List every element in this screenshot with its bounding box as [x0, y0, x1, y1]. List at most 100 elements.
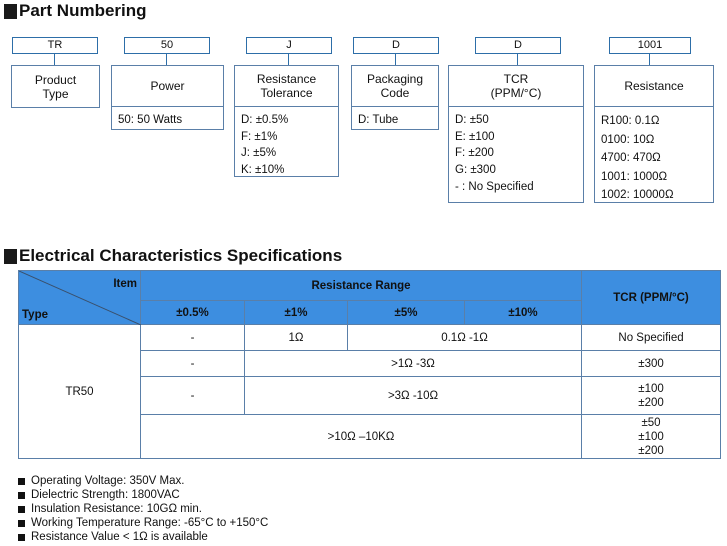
field-item: 0100: 10Ω [601, 133, 655, 146]
square-bullet-icon [18, 477, 25, 485]
field-item: K: ±10% [241, 164, 285, 177]
field-item: - : No Specified [455, 180, 534, 193]
field-header-line: Resistance [256, 72, 317, 86]
note-item: Dielectric Strength: 1800VAC [18, 488, 268, 502]
field-item: 1002: 10000Ω [601, 189, 674, 202]
range-cell: >3Ω -10Ω [243, 376, 583, 415]
connector-line [288, 53, 289, 65]
field-item: F: ±200 [455, 147, 494, 160]
item-label: Item [113, 278, 137, 290]
item-type-header: Item Type [18, 270, 141, 325]
field-header-line: Packaging [366, 72, 424, 86]
code-box-resistance: 1001 [609, 37, 691, 54]
code-box-tolerance: J [246, 37, 332, 54]
connector-line [649, 53, 650, 65]
field-items: D: ±0.5% F: ±1% J: ±5% K: ±10% [235, 107, 338, 179]
field-header: Resistance [595, 66, 713, 107]
tolerance-header: ±10% [463, 300, 583, 325]
field-header-line: Type [42, 86, 69, 101]
field-item: D: ±0.5% [241, 114, 289, 126]
field-header-line: (PPM/°C) [490, 86, 542, 100]
field-header-line: Code [380, 86, 410, 100]
note-item: Operating Voltage: 350V Max. [18, 474, 268, 488]
field-header: TCR (PPM/°C) [449, 66, 583, 107]
tcr-cell: ±300 [581, 350, 722, 377]
square-bullet-icon [18, 519, 25, 527]
square-bullet-icon [4, 3, 17, 19]
range-cell: 1Ω [244, 324, 348, 351]
field-box-tcr: TCR (PPM/°C) D: ±50 E: ±100 F: ±200 G: ±… [448, 65, 584, 203]
note-text: Dielectric Strength: 1800VAC [31, 489, 180, 501]
connector-line [166, 53, 167, 65]
tcr-cell: ±100 ±200 [581, 376, 722, 415]
connector-line [54, 53, 55, 65]
tcr-value: ±50 [641, 416, 661, 429]
field-header: Product Type [12, 66, 99, 107]
field-header-line: TCR [503, 72, 529, 86]
range-cell: - [140, 324, 245, 351]
field-header-line: Tolerance [260, 86, 313, 100]
field-item: 50: 50 Watts [118, 114, 183, 126]
tcr-cell: ±50 ±100 ±200 [581, 414, 722, 459]
code-box-product-type: TR [12, 37, 98, 54]
field-item: 1001: 1000Ω [601, 170, 668, 183]
note-text: Resistance Value < 1Ω is available [31, 531, 208, 543]
field-box-resistance: Resistance R100: 0.1Ω 0100: 10Ω 4700: 47… [594, 65, 714, 203]
code-box-tcr: D [475, 37, 561, 54]
field-box-tolerance: Resistance Tolerance D: ±0.5% F: ±1% J: … [234, 65, 339, 177]
square-bullet-icon [18, 505, 25, 513]
field-item: J: ±5% [241, 147, 277, 160]
electrical-spec-table: Item Type Resistance Range TCR (PPM/°C) … [18, 270, 722, 459]
field-header: Resistance Tolerance [235, 66, 338, 107]
note-text: Working Temperature Range: -65°C to +150… [31, 517, 269, 529]
field-header-line: Power [150, 79, 185, 93]
code-box-power: 50 [124, 37, 210, 54]
type-cell: TR50 [18, 324, 141, 459]
tcr-value: ±200 [638, 444, 664, 457]
field-header: Packaging Code [352, 66, 438, 107]
tcr-header: TCR (PPM/°C) [581, 270, 722, 325]
note-item: Insulation Resistance: 10GΩ min. [18, 502, 268, 516]
type-label: Type [22, 309, 48, 321]
field-box-power: Power 50: 50 Watts [111, 65, 224, 130]
field-item: R100: 0.1Ω [601, 115, 660, 127]
field-items: D: Tube [352, 107, 438, 129]
field-item: 4700: 470Ω [601, 152, 661, 165]
tcr-value: ±100 [638, 382, 664, 395]
diagonal-line [19, 271, 141, 325]
field-items: 50: 50 Watts [112, 107, 223, 129]
notes-list: Operating Voltage: 350V Max. Dielectric … [18, 474, 268, 544]
tolerance-header: ±0.5% [140, 300, 245, 325]
field-item: E: ±100 [455, 130, 495, 143]
resistance-range-header: Resistance Range [139, 270, 583, 301]
part-numbering-title-text: Part Numbering [19, 1, 147, 20]
tcr-cell: No Specified [581, 324, 722, 351]
range-cell: 0.1Ω -1Ω [346, 324, 583, 351]
field-item: D: ±50 [455, 114, 489, 126]
field-item: D: Tube [358, 114, 399, 126]
field-header: Power [112, 66, 223, 107]
note-item: Resistance Value < 1Ω is available [18, 530, 268, 544]
tcr-value: ±200 [638, 396, 664, 409]
tolerance-header: ±1% [244, 300, 348, 325]
field-item: F: ±1% [241, 130, 278, 143]
square-bullet-icon [18, 491, 25, 499]
electrical-title-text: Electrical Characteristics Specification… [19, 246, 343, 265]
note-text: Operating Voltage: 350V Max. [31, 475, 185, 487]
range-cell: - [140, 350, 245, 377]
code-box-packaging: D [353, 37, 439, 54]
field-items: D: ±50 E: ±100 F: ±200 G: ±300 - : No Sp… [449, 107, 583, 196]
field-header-line: Product [34, 72, 77, 87]
field-box-product-type: Product Type [11, 65, 100, 108]
tcr-value: ±100 [638, 430, 664, 443]
square-bullet-icon [4, 248, 17, 264]
range-cell: >10Ω –10KΩ [139, 414, 583, 459]
connector-line [395, 53, 396, 65]
electrical-title: Electrical Characteristics Specification… [4, 246, 342, 266]
connector-line [517, 53, 518, 65]
range-cell: - [140, 376, 245, 415]
note-text: Insulation Resistance: 10GΩ min. [31, 503, 202, 515]
tolerance-header: ±5% [347, 300, 465, 325]
square-bullet-icon [18, 533, 25, 541]
range-cell: >1Ω -3Ω [243, 350, 583, 377]
